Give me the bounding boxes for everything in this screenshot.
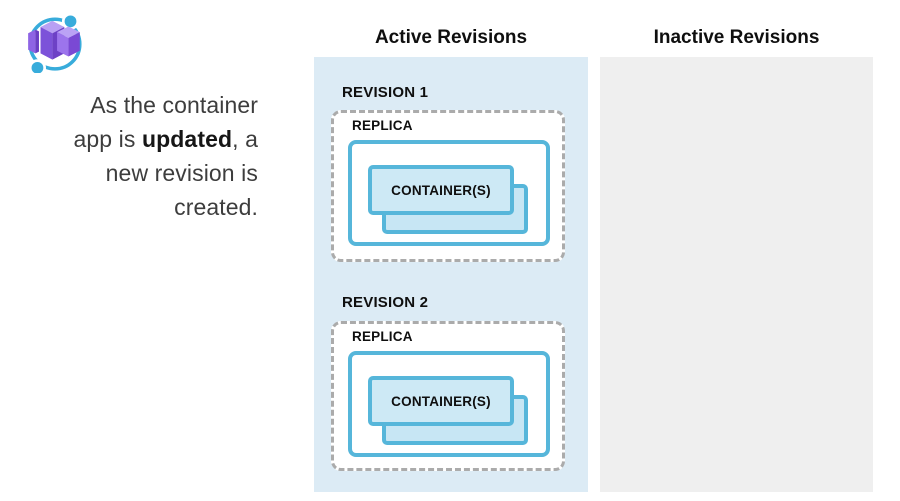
active-revisions-panel: REVISION 1 REPLICA CONTAINER(S) REVISION… — [314, 57, 588, 492]
revision-1-replica-box: REPLICA CONTAINER(S) — [331, 110, 565, 262]
inactive-revisions-panel — [600, 57, 873, 492]
container-card-front: CONTAINER(S) — [368, 376, 514, 426]
intro-text-after: , a new revision is created. — [105, 126, 258, 220]
revision-2-replica-box: REPLICA CONTAINER(S) — [331, 321, 565, 471]
intro-text: As the container app is updated, a new r… — [56, 88, 258, 224]
intro-text-before: As the container app is — [73, 92, 258, 152]
azure-container-apps-icon — [24, 11, 86, 77]
container-card-front: CONTAINER(S) — [368, 165, 514, 215]
azure-container-apps-logo-svg — [28, 12, 82, 77]
intro-text-bold: updated — [141, 126, 233, 152]
revision-2-label: REVISION 2 — [342, 294, 429, 311]
container-label: CONTAINER(S) — [391, 182, 491, 198]
replica-inner-box: CONTAINER(S) — [348, 140, 550, 246]
container-label: CONTAINER(S) — [391, 393, 491, 409]
revision-1-label: REVISION 1 — [342, 84, 429, 101]
replica-inner-box: CONTAINER(S) — [348, 351, 550, 457]
replica-label: REPLICA — [352, 118, 413, 133]
active-revisions-title: Active Revisions — [374, 27, 528, 48]
replica-label: REPLICA — [352, 329, 413, 344]
inactive-revisions-title: Inactive Revisions — [653, 27, 820, 48]
